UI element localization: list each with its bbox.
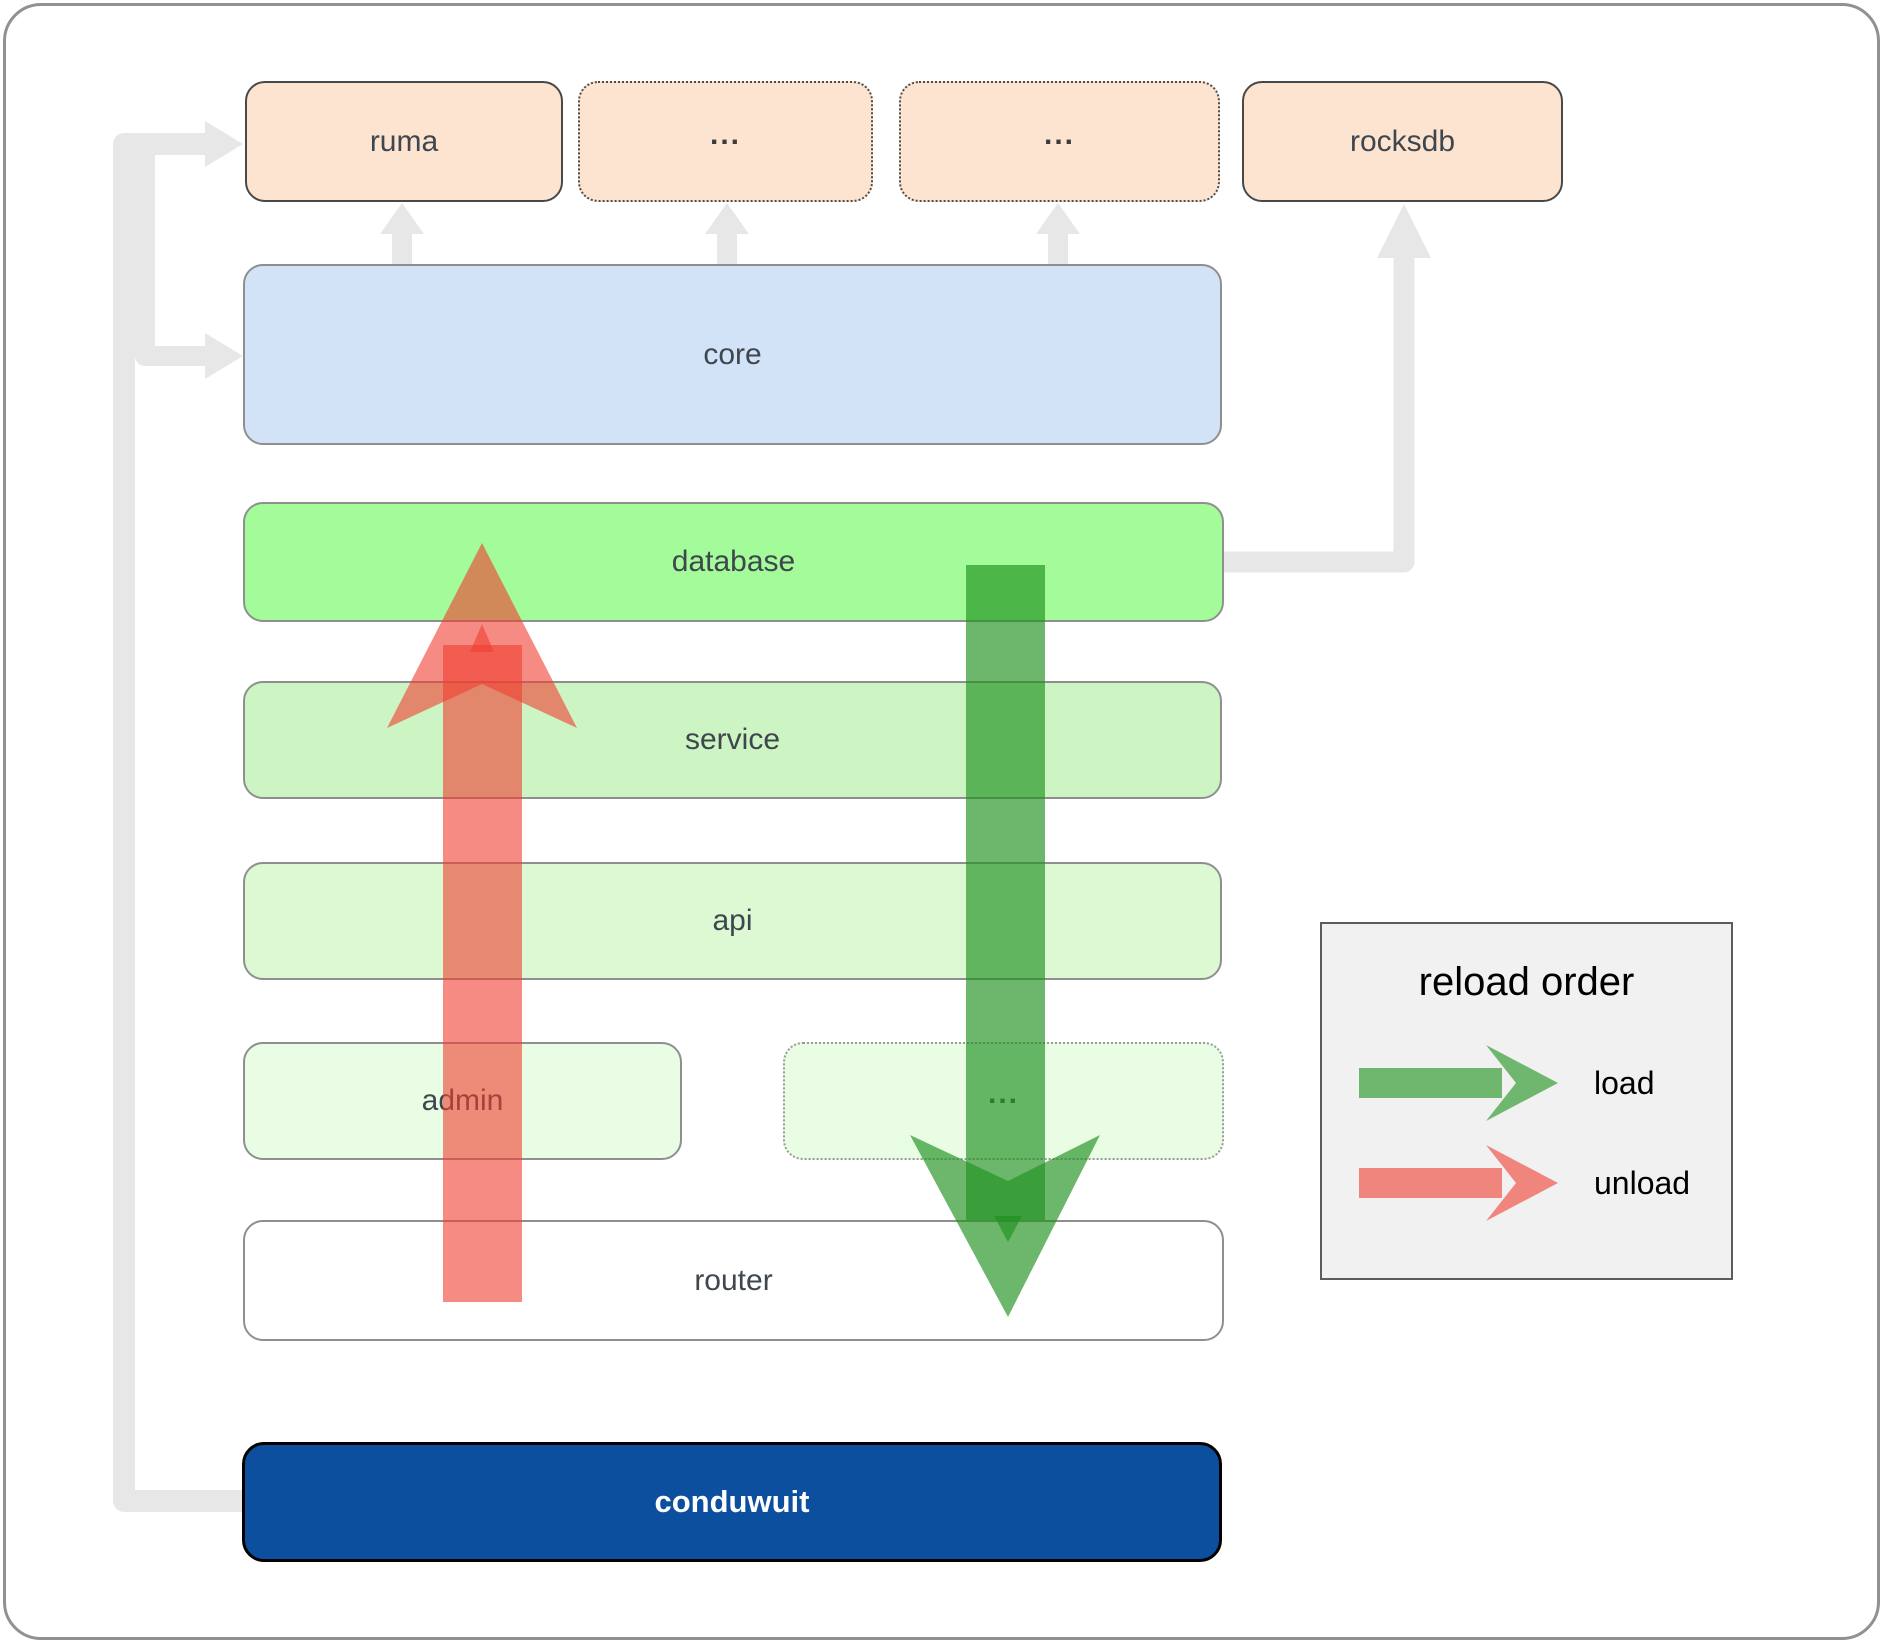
box-core-label: core [703, 337, 762, 371]
connector-database-rocksdb [1224, 204, 1431, 573]
box-router-label: router [694, 1263, 773, 1297]
legend-load-arrow-icon [1359, 1045, 1558, 1121]
box-rocksdb: rocksdb [1242, 81, 1563, 202]
box-ruma: ruma [245, 81, 563, 202]
box-conduwuit: conduwuit [242, 1442, 1222, 1562]
unload-arrow-icon [387, 543, 577, 1302]
arrow-core-crates-2 [1036, 203, 1080, 266]
box-ruma-label: ruma [369, 124, 439, 158]
legend-unload-arrow-icon [1359, 1145, 1558, 1221]
box-rocksdb-label: rocksdb [1349, 124, 1456, 158]
arrowhead-into-rocksdb [1377, 204, 1431, 258]
box-router: router [243, 1220, 1224, 1341]
box-database-label: database [671, 545, 796, 578]
arrowhead-into-core [205, 333, 243, 379]
box-core: core [243, 264, 1222, 445]
box-service-label: service [684, 723, 781, 756]
box-database: database [243, 502, 1224, 622]
legend: reload order load unload [1320, 922, 1733, 1280]
arrow-core-ruma [380, 203, 424, 266]
box-conduwuit-label: conduwuit [654, 1484, 810, 1519]
connector-conduwuit-core [135, 150, 243, 379]
arrow-core-crates-1 [705, 203, 749, 266]
box-api-label: api [712, 904, 753, 937]
box-api: api [243, 862, 1222, 980]
legend-title: reload order [1418, 960, 1635, 1004]
box-crates-top-1-label: ... [709, 117, 741, 151]
load-arrow-icon [910, 565, 1100, 1317]
box-crates-top-2-label: ... [1043, 117, 1075, 151]
legend-unload-label: unload [1594, 1164, 1691, 1201]
connector-conduwuit-ruma [113, 121, 243, 1512]
legend-load-label: load [1594, 1064, 1655, 1101]
box-crates-top-2: ... [899, 81, 1220, 202]
box-crates-top-1: ... [578, 81, 873, 202]
arrowhead-into-ruma [205, 121, 243, 167]
